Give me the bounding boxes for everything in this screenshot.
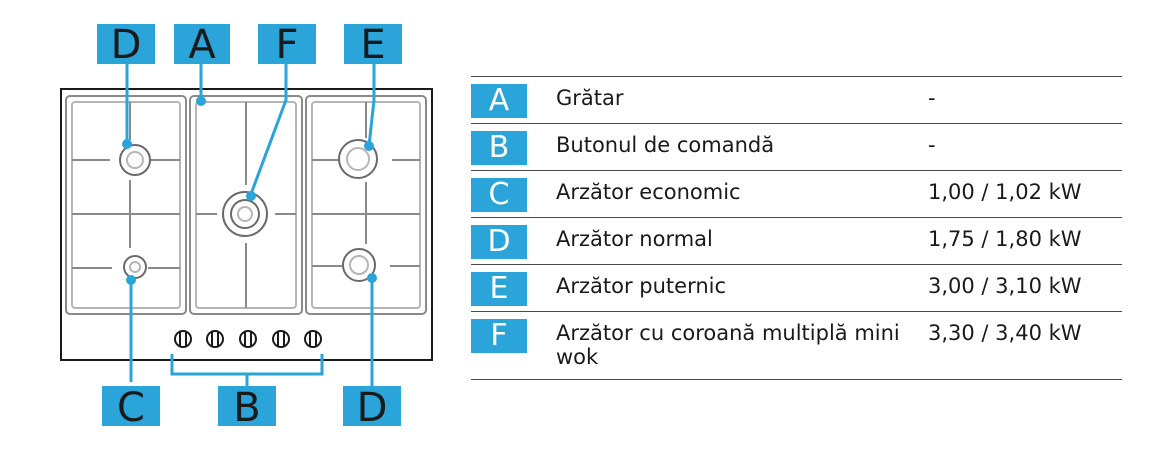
- callout-top-0-text: D: [111, 22, 142, 68]
- callout-bottom-1: [218, 386, 276, 426]
- legend-badge: B: [471, 131, 527, 165]
- leader-dots: [122, 96, 377, 285]
- legend-name: Arzător cu coroană multiplă mini wok: [556, 311, 928, 380]
- legend-badge: A: [471, 84, 527, 118]
- legend-power: 1,75 / 1,80 kW: [928, 217, 1122, 265]
- callout-bottom-2: [343, 386, 401, 426]
- grate-right: [305, 95, 427, 315]
- legend-row: F Arzător cu coroană multiplă mini wok 3…: [471, 311, 1122, 380]
- callout-top-1-text: A: [188, 22, 216, 68]
- callout-bottom-2-text: D: [357, 385, 388, 431]
- hob-diagram: D A F E C B D: [60, 22, 433, 431]
- legend-power: 3,30 / 3,40 kW: [928, 311, 1122, 380]
- callout-top-3: [344, 24, 402, 64]
- legend-row: C Arzător economic 1,00 / 1,02 kW: [471, 170, 1122, 218]
- legend-badge: F: [471, 319, 527, 353]
- callout-top-3-text: E: [360, 22, 385, 68]
- callout-badges: D A F E C B D: [97, 22, 402, 431]
- legend-name: Arzător economic: [556, 170, 928, 218]
- legend-power: -: [928, 76, 1122, 124]
- legend-power: -: [928, 123, 1122, 171]
- callout-bottom-0: [102, 386, 160, 426]
- grate-middle: [189, 95, 303, 315]
- callout-top-2: [258, 24, 316, 64]
- legend-name: Butonul de comandă: [556, 123, 928, 171]
- legend-row: E Arzător puternic 3,00 / 3,10 kW: [471, 264, 1122, 312]
- legend-row: B Butonul de comandă -: [471, 123, 1122, 171]
- legend-name: Arzător normal: [556, 217, 928, 265]
- callout-top-2-text: F: [275, 22, 298, 68]
- legend-row: A Grătar -: [471, 76, 1122, 124]
- callout-bottom-1-text: B: [233, 385, 260, 431]
- legend-badge: C: [471, 178, 527, 212]
- legend-table: A Grătar - B Butonul de comandă - C Arză…: [471, 76, 1122, 380]
- legend-power: 3,00 / 3,10 kW: [928, 264, 1122, 312]
- callout-bottom-0-text: C: [117, 385, 145, 431]
- legend-badge: D: [471, 225, 527, 259]
- legend-name: Arzător puternic: [556, 264, 928, 312]
- legend-badge: E: [471, 272, 527, 306]
- legend-row: D Arzător normal 1,75 / 1,80 kW: [471, 217, 1122, 265]
- callout-top-1: [174, 24, 230, 64]
- leader-lines: [125, 62, 376, 390]
- legend-name: Grătar: [556, 76, 928, 124]
- legend-power: 1,00 / 1,02 kW: [928, 170, 1122, 218]
- callout-top-0: [97, 24, 155, 64]
- control-knob-icon: [174, 330, 322, 348]
